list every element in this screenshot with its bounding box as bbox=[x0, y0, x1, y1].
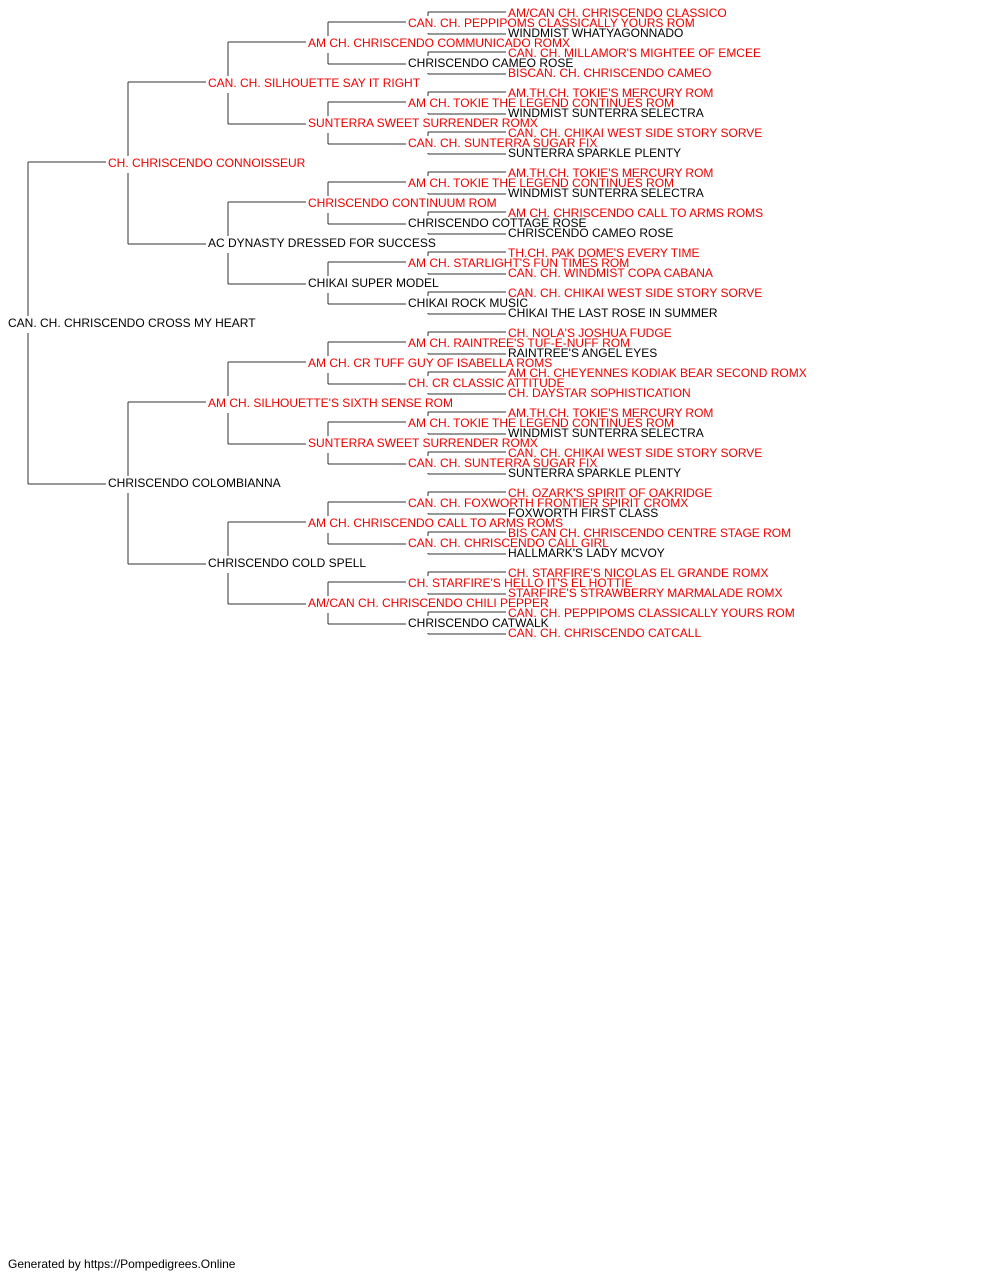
ancestor-name: CAN. CH. CHIKAI WEST SIDE STORY SORVE bbox=[508, 446, 763, 460]
ancestor-name: AM CH. TOKIE THE LEGEND CONTINUES ROM bbox=[408, 416, 675, 430]
ancestor-name: AM CH. TOKIE THE LEGEND CONTINUES ROM bbox=[408, 96, 675, 110]
ancestor-name: AM.TH.CH. TOKIE'S MERCURY ROM bbox=[508, 86, 714, 100]
subject-dog-name: CAN. CH. CHRISCENDO CROSS MY HEART bbox=[8, 316, 256, 330]
ancestor-name: CHIKAI SUPER MODEL bbox=[308, 276, 439, 290]
ancestor-name: AM/CAN CH. CHRISCENDO CLASSICO bbox=[508, 6, 727, 20]
ancestor-name: CAN. CH. FOXWORTH FRONTIER SPIRIT CROMX bbox=[408, 496, 689, 510]
ancestor-name: CHRISCENDO CONTINUUM ROM bbox=[308, 196, 497, 210]
ancestor-name: CH. CHRISCENDO CONNOISSEUR bbox=[108, 156, 306, 170]
ancestor-name: WINDMIST WHATYAGONNADO bbox=[508, 26, 684, 40]
ancestor-name: AM CH. CHRISCENDO CALL TO ARMS ROMS bbox=[508, 206, 764, 220]
ancestor-name: CAN. CH. SUNTERRA SUGAR FIX bbox=[408, 136, 598, 150]
ancestor-name: AM CH. RAINTREE'S TUF-E-NUFF ROM bbox=[408, 336, 631, 350]
ancestor-name: CAN. CH. CHIKAI WEST SIDE STORY SORVE bbox=[508, 286, 763, 300]
ancestor-name: RAINTREE'S ANGEL EYES bbox=[508, 346, 658, 360]
ancestor-name: CAN. CH. CHIKAI WEST SIDE STORY SORVE bbox=[508, 126, 763, 140]
ancestor-name: CH. STARFIRE'S NICOLAS EL GRANDE ROMX bbox=[508, 566, 769, 580]
ancestor-name: CAN. CH. PEPPIPOMS CLASSICALLY YOURS ROM bbox=[508, 606, 795, 620]
ancestor-name: CAN. CH. MILLAMOR'S MIGHTEE OF EMCEE bbox=[508, 46, 761, 60]
ancestor-name: TH.CH. PAK DOME'S EVERY TIME bbox=[508, 246, 700, 260]
ancestor-name: CH. NOLA'S JOSHUA FUDGE bbox=[508, 326, 672, 340]
footer-credit: Generated by https://Pompedigrees.Online bbox=[8, 1257, 236, 1271]
ancestor-name: AM CH. TOKIE THE LEGEND CONTINUES ROM bbox=[408, 176, 675, 190]
ancestor-name: CH. STARFIRE'S HELLO IT'S EL HOTTIE bbox=[408, 576, 633, 590]
ancestor-name: WINDMIST SUNTERRA SELECTRA bbox=[508, 106, 704, 120]
ancestor-name: CAN. CH. PEPPIPOMS CLASSICALLY YOURS ROM bbox=[408, 16, 695, 30]
ancestor-name: AM CH. CHRISCENDO CALL TO ARMS ROMS bbox=[308, 516, 564, 530]
ancestor-name: SUNTERRA SPARKLE PLENTY bbox=[508, 466, 682, 480]
ancestor-name: WINDMIST SUNTERRA SELECTRA bbox=[508, 426, 704, 440]
ancestor-name: CHIKAI ROCK MUSIC bbox=[408, 296, 529, 310]
ancestor-name: CH. OZARK'S SPIRIT OF OAKRIDGE bbox=[508, 486, 713, 500]
ancestor-name: FOXWORTH FIRST CLASS bbox=[508, 506, 659, 520]
ancestor-name: STARFIRE'S STRAWBERRY MARMALADE ROMX bbox=[508, 586, 783, 600]
ancestor-name: CAN. CH. SUNTERRA SUGAR FIX bbox=[408, 456, 598, 470]
ancestor-name: CAN. CH. CHRISCENDO CATCALL bbox=[508, 626, 702, 640]
ancestor-name: CH. DAYSTAR SOPHISTICATION bbox=[508, 386, 691, 400]
ancestor-name: AM.TH.CH. TOKIE'S MERCURY ROM bbox=[508, 166, 714, 180]
ancestor-name: SUNTERRA SPARKLE PLENTY bbox=[508, 146, 682, 160]
ancestor-name: CHIKAI THE LAST ROSE IN SUMMER bbox=[508, 306, 718, 320]
ancestor-name: CH. CR CLASSIC ATTITUDE bbox=[408, 376, 565, 390]
ancestor-name: AM.TH.CH. TOKIE'S MERCURY ROM bbox=[508, 406, 714, 420]
ancestor-name: AM CH. STARLIGHT'S FUN TIMES ROM bbox=[408, 256, 630, 270]
ancestor-name: BISCAN. CH. CHRISCENDO CAMEO bbox=[508, 66, 712, 80]
ancestor-name: AM CH. CR TUFF GUY OF ISABELLA ROMS bbox=[308, 356, 553, 370]
ancestor-name: CAN. CH. WINDMIST COPA CABANA bbox=[508, 266, 713, 280]
ancestor-name: AM/CAN CH. CHRISCENDO CHILI PEPPER bbox=[308, 596, 549, 610]
ancestor-name: CHRISCENDO COLD SPELL bbox=[208, 556, 367, 570]
ancestor-name: CHRISCENDO COTTAGE ROSE bbox=[408, 216, 587, 230]
ancestor-name: CHRISCENDO CAMEO ROSE bbox=[508, 226, 674, 240]
ancestor-name: BIS CAN CH. CHRISCENDO CENTRE STAGE ROM bbox=[508, 526, 792, 540]
ancestor-name: CHRISCENDO CATWALK bbox=[408, 616, 549, 630]
ancestor-name: CAN. CH. SILHOUETTE SAY IT RIGHT bbox=[208, 76, 421, 90]
ancestor-name: WINDMIST SUNTERRA SELECTRA bbox=[508, 186, 704, 200]
ancestor-name: HALLMARK'S LADY MCVOY bbox=[508, 546, 665, 560]
ancestor-name: AM CH. SILHOUETTE'S SIXTH SENSE ROM bbox=[208, 396, 453, 410]
ancestor-name: AM CH. CHRISCENDO COMMUNICADO ROMX bbox=[308, 36, 571, 50]
ancestor-name: SUNTERRA SWEET SURRENDER ROMX bbox=[308, 116, 538, 130]
ancestor-name: AC DYNASTY DRESSED FOR SUCCESS bbox=[208, 236, 436, 250]
ancestor-name: CAN. CH. CHRISCENDO CALL GIRL bbox=[408, 536, 609, 550]
ancestor-name: SUNTERRA SWEET SURRENDER ROMX bbox=[308, 436, 538, 450]
ancestor-name: CHRISCENDO COLOMBIANNA bbox=[108, 476, 281, 490]
ancestor-name: AM CH. CHEYENNES KODIAK BEAR SECOND ROMX bbox=[508, 366, 807, 380]
ancestor-name: CHRISCENDO CAMEO ROSE bbox=[408, 56, 574, 70]
